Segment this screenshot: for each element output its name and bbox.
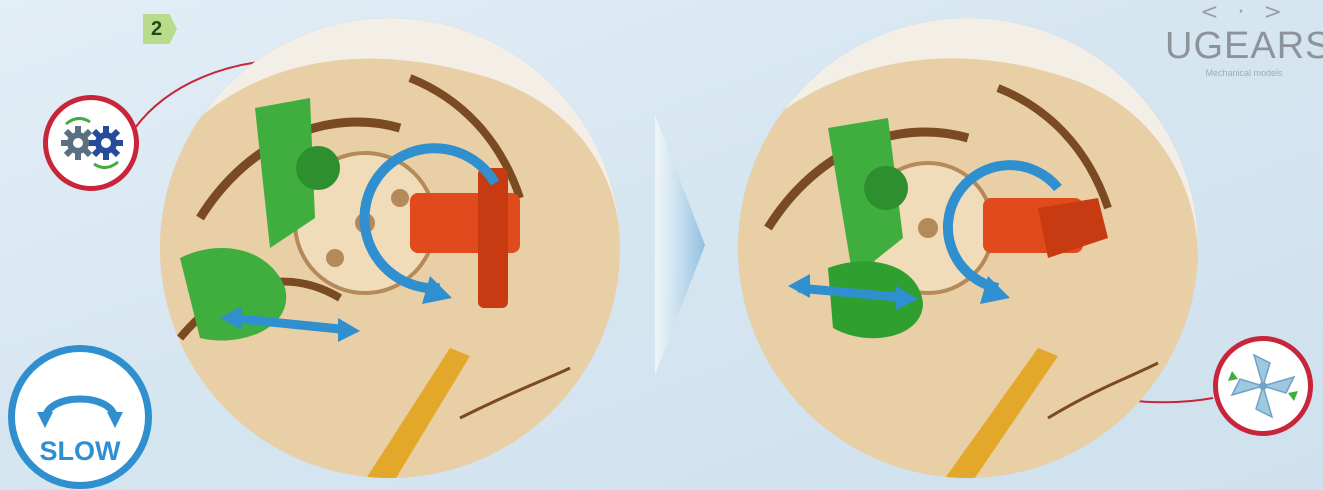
brand-mark-icon: < · > [1165,0,1323,26]
speed-indicator: SLOW [8,345,152,489]
step-number-badge: 2 [143,14,177,44]
mechanism-illustration-after [738,18,1198,478]
brand-name: UGEARS [1165,26,1323,66]
windmill-icon [1213,336,1313,436]
gears-icon [43,95,139,191]
windmill-icon-graphic [1218,341,1308,431]
mechanism-illustration-before [160,18,620,478]
gears-icon-graphic [48,100,134,186]
brand-tagline: Mechanical models [1165,66,1323,80]
chevron-right-icon [650,115,710,375]
step-number: 2 [151,18,162,41]
brand-logo: < · > UGEARS Mechanical models [1165,0,1323,110]
mechanism-view-after [738,18,1198,478]
speed-label: SLOW [15,436,145,467]
mechanism-view-before [160,18,620,478]
